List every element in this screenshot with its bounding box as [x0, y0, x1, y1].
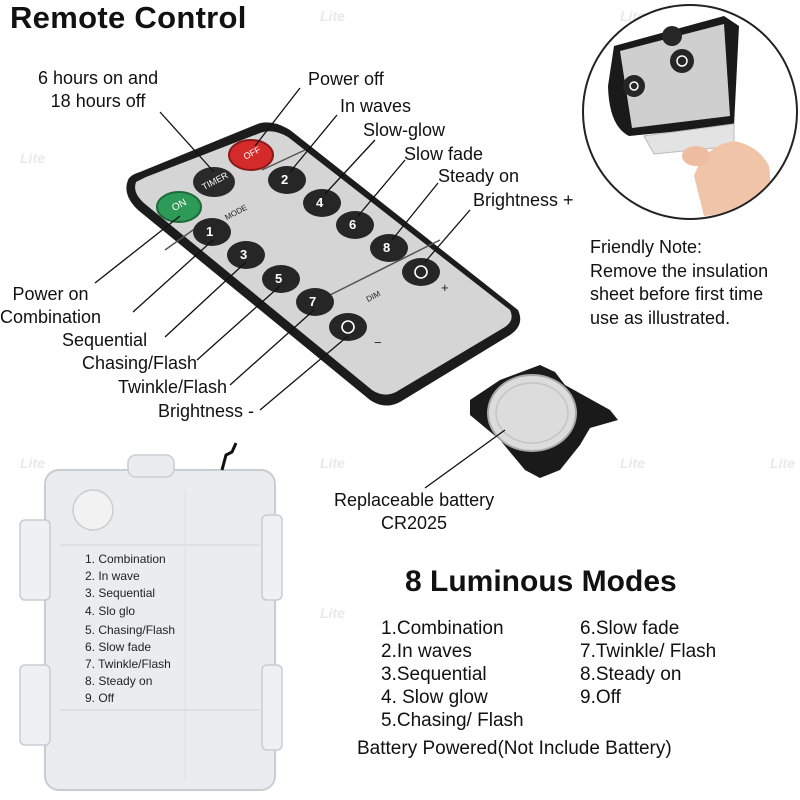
on-button[interactable]	[156, 191, 202, 223]
watermark: Lite	[320, 455, 345, 471]
mode-item: 5.Chasing/ Flash	[381, 710, 524, 731]
label-slow-glow: Slow-glow	[363, 120, 446, 140]
box-list-item: 9. Off	[85, 691, 115, 705]
label-slow-fade: Slow fade	[404, 144, 484, 164]
box-list-item: 6. Slow fade	[85, 640, 152, 654]
button-4-label: 4	[316, 195, 324, 210]
callout-lines	[94, 87, 506, 489]
box-list-item: 8. Steady on	[85, 674, 153, 688]
plus-label: +	[441, 280, 449, 295]
watermark: Lite	[20, 455, 45, 471]
label-battery: Replaceable battery CR2025	[334, 490, 495, 533]
zoom-drawing	[608, 16, 770, 216]
label-timer: 6 hours on and 18 hours off	[38, 68, 159, 111]
label-power-off: Power off	[308, 69, 384, 89]
box-list-item: 4. Slo glo	[85, 604, 136, 618]
box-list-item: 5. Chasing/Flash	[85, 623, 176, 637]
label-sequential: Sequential	[62, 330, 148, 350]
label-steady-on: Steady on	[438, 166, 520, 186]
label-twinkle: Twinkle/Flash	[118, 377, 228, 397]
off-button[interactable]	[228, 139, 274, 171]
box-list-item: 1. Combination	[85, 552, 166, 566]
timer-button[interactable]	[193, 167, 235, 197]
mode-item: 6.Slow fade	[580, 618, 680, 639]
label-power-on: Power on Combination	[0, 284, 102, 327]
label-brightness-plus: Brightness +	[473, 190, 574, 210]
button-2-label: 2	[281, 172, 289, 187]
label-chasing: Chasing/Flash	[82, 353, 198, 373]
label-in-waves: In waves	[340, 96, 412, 116]
mode-item: 1.Combination	[381, 618, 504, 639]
watermark: Lite	[620, 455, 645, 471]
box-list-item: 7. Twinkle/Flash	[85, 657, 171, 671]
friendly-note: Friendly Note: Remove the insulation she…	[590, 237, 769, 328]
battery-holder	[470, 365, 618, 478]
label-brightness-minus: Brightness -	[158, 401, 255, 421]
battery-box	[19, 442, 283, 791]
button-3-label: 3	[240, 247, 248, 262]
battery-powered-note: Battery Powered(Not Include Battery)	[357, 738, 672, 759]
watermark: Lite	[20, 150, 45, 166]
button-1-label: 1	[206, 224, 214, 239]
box-list-item: 3. Sequential	[85, 586, 156, 600]
mode-item: 7.Twinkle/ Flash	[580, 641, 717, 662]
button-5-label: 5	[275, 271, 283, 286]
watermark: Lite	[770, 455, 795, 471]
mode-item: 2.In waves	[381, 641, 472, 662]
mode-item: 9.Off	[580, 687, 621, 708]
number-buttons[interactable]	[193, 166, 408, 316]
mode-item: 8.Steady on	[580, 664, 682, 685]
mode-item: 3.Sequential	[381, 664, 487, 685]
box-list-item: 2. In wave	[85, 569, 140, 583]
modes-title: 8 Luminous Modes	[405, 565, 677, 598]
button-7-label: 7	[309, 294, 317, 309]
button-6-label: 6	[349, 217, 357, 232]
watermark: Lite	[320, 8, 345, 24]
insulation-zoom-illustration	[582, 4, 798, 220]
minus-label: −	[374, 335, 382, 350]
button-8-label: 8	[383, 240, 391, 255]
page-title: Remote Control	[10, 0, 247, 35]
brightness-plus-button[interactable]	[402, 258, 440, 286]
brightness-minus-button[interactable]	[329, 313, 367, 341]
mode-item: 4. Slow glow	[381, 687, 488, 708]
watermark: Lite	[320, 605, 345, 621]
